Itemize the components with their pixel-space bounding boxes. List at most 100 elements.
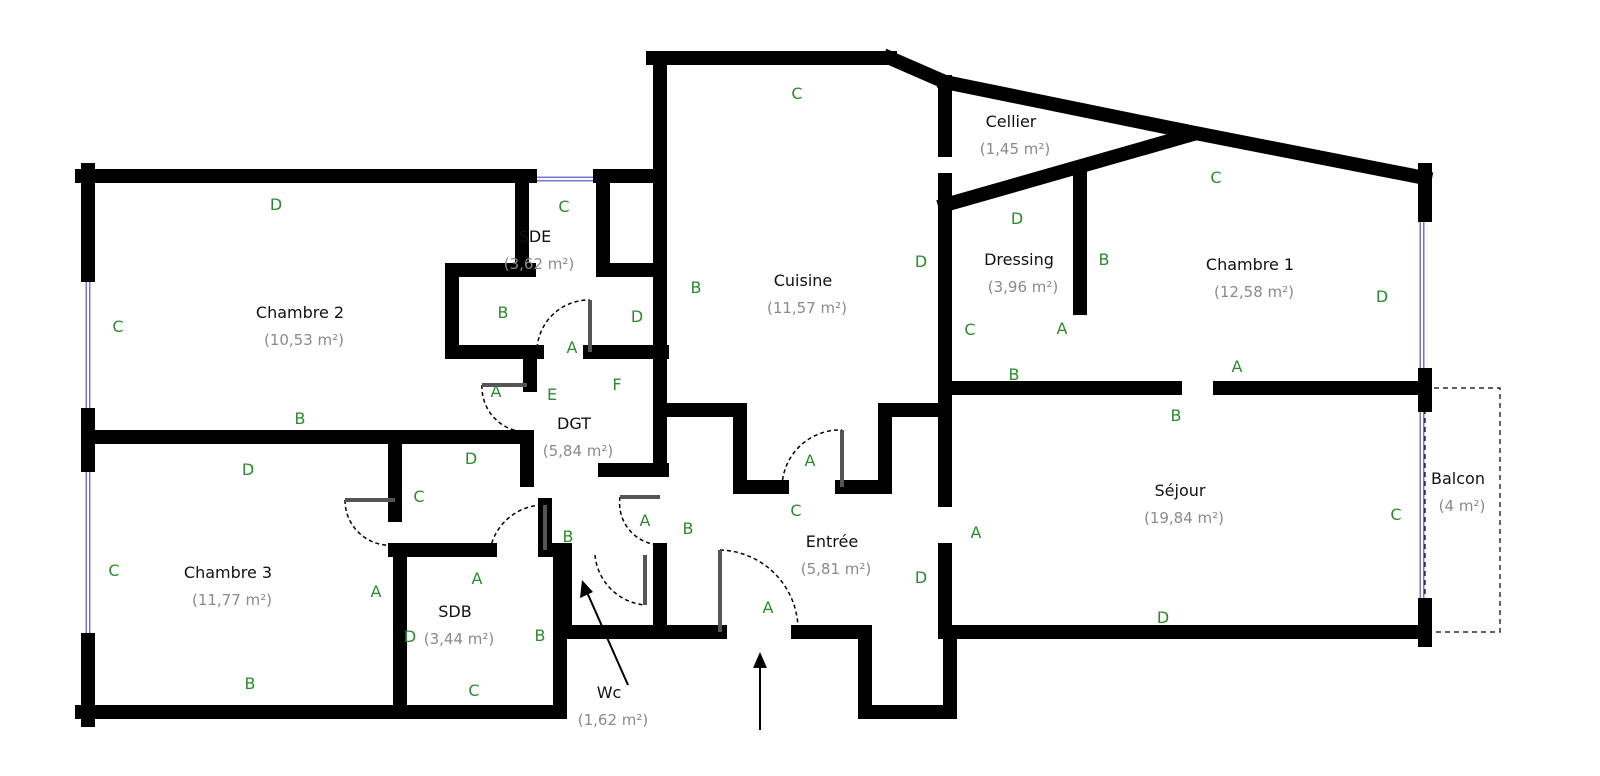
wall-letter: C	[791, 84, 802, 103]
room-name: Balcon	[1431, 469, 1485, 488]
wall-letter: B	[295, 409, 306, 428]
wall-letter: A	[371, 582, 382, 601]
room-chambre-2: Chambre 2 (10,53 m²)	[256, 303, 344, 349]
wall-letter: B	[683, 519, 694, 538]
wall-letter: D	[1376, 287, 1388, 306]
wall-letter: C	[1210, 168, 1221, 187]
room-name: Chambre 2	[256, 303, 344, 322]
wall-letter: B	[563, 527, 574, 546]
room-area: (4 m²)	[1439, 497, 1486, 515]
room-labels: Chambre 2 (10,53 m²) Chambre 3 (11,77 m²) SD…	[184, 112, 1485, 729]
wall-letter: A	[971, 523, 982, 542]
wall-letter: F	[612, 375, 621, 394]
room-name: Dressing	[984, 250, 1054, 269]
windows	[85, 85, 1425, 640]
room-dgt: DGT (5,84 m²)	[543, 414, 614, 460]
wall-letter: A	[472, 569, 483, 588]
wall-letter: C	[112, 317, 123, 336]
walls	[75, 48, 1434, 727]
wall-letter: A	[805, 451, 816, 470]
room-area: (3,62 m²)	[504, 255, 575, 273]
door-swing[interactable]	[781, 429, 843, 488]
room-wc: Wc (1,62 m²)	[578, 683, 649, 729]
wall	[880, 48, 955, 92]
door-swing[interactable]	[536, 299, 591, 356]
room-area: (5,84 m²)	[543, 442, 614, 460]
wall-letter: D	[404, 627, 416, 646]
wall-letter: B	[245, 674, 256, 693]
wall-letter: C	[413, 487, 424, 506]
room-cuisine: Cuisine (11,57 m²)	[767, 271, 847, 317]
room-entr-e: Entrée (5,81 m²)	[801, 532, 872, 578]
wall-letter: C	[1390, 505, 1401, 524]
room-name: Chambre 1	[1206, 255, 1294, 274]
room-area: (19,84 m²)	[1144, 509, 1224, 527]
doors	[344, 299, 844, 633]
wall-letter: A	[763, 598, 774, 617]
room-area: (1,62 m²)	[578, 711, 649, 729]
wall-letter: C	[468, 681, 479, 700]
room-area: (11,77 m²)	[192, 591, 272, 609]
wall-letter: D	[270, 195, 282, 214]
wall-letter: A	[1232, 357, 1243, 376]
wall-letter: A	[1057, 319, 1068, 338]
room-name: DGT	[557, 414, 591, 433]
wall-letter: B	[535, 626, 546, 645]
room-sde: SDE (3,62 m²)	[504, 227, 575, 273]
room-name: Chambre 3	[184, 563, 272, 582]
wall-letter: C	[964, 320, 975, 339]
wall-letter: D	[631, 307, 643, 326]
room-name: Entrée	[806, 532, 858, 551]
room-area: (3,96 m²)	[988, 278, 1059, 296]
room-area: (3,44 m²)	[424, 630, 495, 648]
wall-letter: C	[558, 197, 569, 216]
room-chambre-3: Chambre 3 (11,77 m²)	[184, 563, 272, 609]
entrance-arrow	[753, 652, 767, 730]
wall-letter: D	[915, 568, 927, 587]
wall-letter: A	[491, 382, 502, 401]
wall-letter: D	[915, 252, 927, 271]
wall-letter: C	[790, 501, 801, 520]
room-s-jour: Séjour (19,84 m²)	[1144, 481, 1224, 527]
door-swing[interactable]	[489, 504, 546, 551]
room-area: (11,57 m²)	[767, 299, 847, 317]
room-chambre-1: Chambre 1 (12,58 m²)	[1206, 255, 1294, 301]
wall-letter: D	[1011, 209, 1023, 228]
wall-letter: B	[691, 278, 702, 297]
balcony-outline	[1424, 387, 1501, 633]
door-swing[interactable]	[719, 549, 799, 633]
room-name: Cuisine	[774, 271, 833, 290]
room-sdb: SDB (3,44 m²)	[424, 602, 495, 648]
wall-letter: A	[640, 511, 651, 530]
room-area: (12,58 m²)	[1214, 283, 1294, 301]
room-area: (5,81 m²)	[801, 560, 872, 578]
room-name: Wc	[597, 683, 622, 702]
wall-letter: C	[108, 561, 119, 580]
room-name: SDE	[519, 227, 552, 246]
wall-letter: B	[1099, 250, 1110, 269]
wall-letter: E	[547, 385, 557, 404]
room-cellier: Cellier (1,45 m²)	[980, 112, 1051, 158]
wall	[936, 126, 1199, 214]
wall-letter: D	[465, 449, 477, 468]
room-area: (10,53 m²)	[264, 331, 344, 349]
wall-letter: B	[1009, 365, 1020, 384]
wall-letter: D	[1157, 608, 1169, 627]
wall-letter: D	[242, 460, 254, 479]
room-area: (1,45 m²)	[980, 140, 1051, 158]
door-swing[interactable]	[594, 554, 646, 606]
wall	[936, 73, 1189, 139]
door-swing[interactable]	[618, 496, 661, 546]
room-balcon: Balcon (4 m²)	[1431, 469, 1485, 515]
door-swing[interactable]	[481, 384, 528, 433]
room-name: Cellier	[986, 112, 1037, 131]
wc-pointer-arrow	[580, 580, 629, 686]
door-swing[interactable]	[344, 499, 396, 547]
wall	[1171, 121, 1434, 187]
wall-letter: B	[498, 303, 509, 322]
room-name: Séjour	[1155, 481, 1206, 500]
room-name: SDB	[438, 602, 471, 621]
room-dressing: Dressing (3,96 m²)	[984, 250, 1058, 296]
